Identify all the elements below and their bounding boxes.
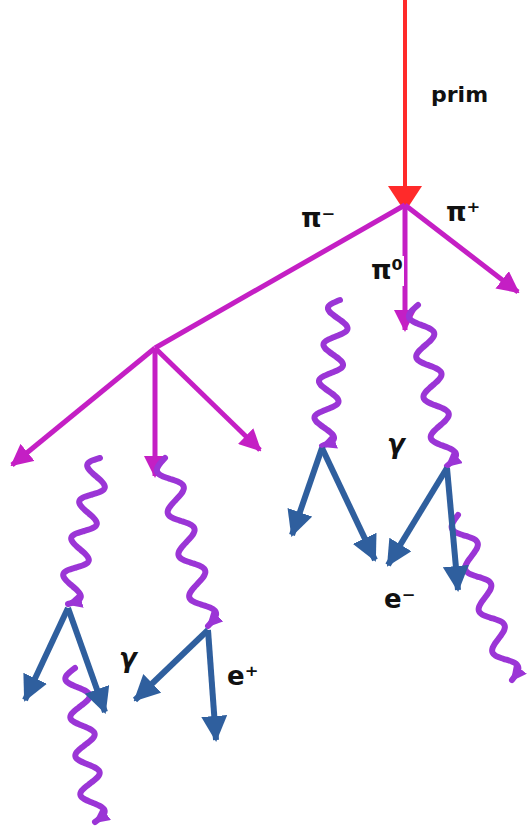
pion-minus-track — [155, 205, 405, 348]
primary-label: prim — [430, 82, 489, 107]
photon-wave — [409, 305, 456, 466]
photon-wave — [63, 458, 105, 604]
electron-track — [25, 608, 68, 700]
secondary-track — [153, 348, 158, 476]
photon-label: γ — [386, 430, 406, 460]
electron-track — [292, 448, 322, 535]
electron-track — [388, 468, 447, 565]
primary-arrow — [403, 0, 407, 210]
secondary-track — [12, 348, 155, 465]
particle-label: π⁺ — [445, 198, 481, 228]
electron-track — [135, 630, 208, 700]
particle-label: π⁻ — [300, 204, 336, 234]
secondary-track — [155, 348, 260, 450]
electron-track — [322, 448, 375, 560]
photon-wave — [314, 300, 347, 446]
pair-tracks — [25, 448, 458, 740]
particle-label: e⁺ — [226, 662, 259, 692]
photon-waves — [63, 300, 518, 822]
electron-track — [68, 608, 105, 712]
electron-track — [208, 630, 216, 740]
photon-wave — [157, 458, 216, 626]
primary-track — [405, 0, 406, 210]
electron-track — [447, 468, 458, 590]
pion-tracks — [12, 205, 518, 476]
particle-label: π⁰ — [370, 256, 404, 286]
photon-label: γ — [118, 644, 138, 674]
photon-wave — [452, 515, 519, 680]
particle-label: e⁻ — [383, 585, 416, 615]
